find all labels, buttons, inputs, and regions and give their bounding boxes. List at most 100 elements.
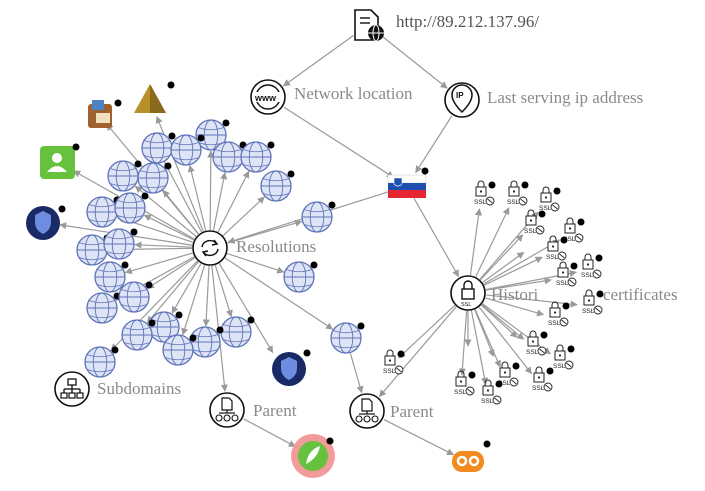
edge-globe-parent	[349, 353, 364, 394]
edge-historical	[485, 294, 578, 308]
status-dot	[267, 141, 275, 149]
status-dot	[216, 326, 224, 334]
globe-icon[interactable]	[121, 319, 153, 351]
ssl-badge-text: SSL	[581, 272, 594, 279]
edge-historical	[479, 234, 524, 281]
globe-icon[interactable]	[86, 292, 118, 324]
ssl-lock-icon[interactable]: SSL	[539, 186, 560, 212]
edge-resolution	[143, 214, 195, 241]
globe-icon[interactable]	[103, 228, 135, 260]
globe-icon[interactable]	[118, 281, 150, 313]
globe-icon[interactable]	[137, 162, 169, 194]
ssl-lock-icon[interactable]: SSL	[526, 330, 547, 356]
historical-certificates-label-start[interactable]: Histori	[491, 285, 539, 304]
edge-historical	[485, 277, 552, 291]
globe-icon[interactable]	[162, 334, 194, 366]
green-leaf-icon[interactable]	[291, 434, 335, 478]
edge-historical	[470, 310, 489, 385]
ssl-lock-icon[interactable]: SSL	[581, 253, 602, 279]
status-dot	[145, 281, 153, 289]
ssl-lock-icon[interactable]: SSL	[383, 349, 404, 375]
status-dot	[495, 380, 503, 388]
edge-historical	[469, 208, 483, 276]
edge-resolution	[222, 196, 265, 237]
parent-domain-icon[interactable]	[349, 393, 385, 429]
sitemap-icon[interactable]	[54, 371, 90, 407]
edge-resolution	[214, 265, 233, 318]
status-dot	[553, 187, 561, 195]
globe-icon[interactable]	[170, 134, 202, 166]
resolutions-label[interactable]: Resolutions	[236, 237, 317, 256]
historical-certificates-label-end[interactable]: certificates	[603, 285, 678, 304]
ssl-lock-icon[interactable]: SSL	[454, 370, 475, 396]
edge-url-ip	[381, 35, 448, 89]
www-globe-icon[interactable]: www	[250, 79, 286, 115]
parent-label-left[interactable]: Parent	[253, 401, 297, 420]
main-nodes-layer: www IP SSL	[54, 9, 486, 429]
globe-icon[interactable]	[141, 132, 173, 164]
slovenia-flag-icon[interactable]	[387, 174, 427, 198]
status-dot	[521, 181, 529, 189]
globe-icon[interactable]	[76, 234, 108, 266]
edge-ip-flag	[415, 115, 453, 174]
last-serving-ip-label[interactable]: Last serving ip address	[487, 88, 644, 107]
subdomains-label[interactable]: Subdomains	[97, 379, 182, 398]
ssl-badge-text: SSL	[507, 199, 520, 206]
orange-tc-icon[interactable]	[452, 451, 484, 472]
status-dot	[577, 218, 585, 226]
parent-domain-icon[interactable]	[209, 392, 245, 428]
dark-shield-icon[interactable]	[26, 206, 60, 240]
status-dot	[114, 99, 122, 107]
globe-icon[interactable]	[94, 261, 126, 293]
ssl-lock-icon[interactable]: SSL	[474, 180, 495, 206]
edge-resolution	[217, 170, 250, 233]
svg-text:SSL: SSL	[461, 302, 471, 308]
globe-icon[interactable]	[86, 196, 118, 228]
resolutions-cycle-icon[interactable]	[192, 230, 228, 266]
ssl-badge-text: SSL	[553, 363, 566, 370]
edge-historical	[485, 297, 545, 317]
globe-icon[interactable]	[84, 346, 116, 378]
ssl-lock-icon[interactable]: SSL	[582, 289, 603, 315]
parent-label-right[interactable]: Parent	[390, 402, 434, 421]
globe-icon[interactable]	[240, 141, 272, 173]
pyramid-icon[interactable]	[134, 84, 166, 113]
ssl-lock-icon[interactable]: SSL	[532, 366, 553, 392]
ssl-lock-icon[interactable]: SSL	[546, 235, 567, 261]
edge-historical	[398, 304, 456, 359]
edge-resolution	[134, 241, 193, 249]
globe-icon[interactable]	[107, 160, 139, 192]
status-dot	[488, 181, 496, 189]
url-label[interactable]: http://89.212.137.96/	[396, 12, 540, 31]
ssl-lock-icon[interactable]: SSL	[563, 217, 584, 243]
globe-icon[interactable]	[114, 192, 146, 224]
globe-icon[interactable]	[260, 170, 292, 202]
edge-parent-tf	[383, 419, 455, 456]
network-location-label[interactable]: Network location	[294, 84, 413, 103]
globe-icon[interactable]	[220, 316, 252, 348]
status-dot	[310, 261, 318, 269]
ssl-lock-icon[interactable]: SSL	[481, 379, 502, 405]
ip-location-icon[interactable]: IP	[444, 82, 480, 118]
green-users-icon[interactable]	[40, 146, 75, 179]
ssl-lock-icon[interactable]: SSL	[507, 180, 528, 206]
app-package-icon[interactable]	[88, 100, 112, 128]
globe-icon[interactable]	[283, 261, 315, 293]
status-dot	[468, 371, 476, 379]
globe-icon[interactable]	[301, 201, 333, 233]
status-dot	[596, 290, 604, 298]
status-dot	[189, 334, 197, 342]
status-dot	[58, 205, 66, 213]
status-dot	[164, 162, 172, 170]
ssl-lock-icon[interactable]: SSL	[450, 275, 486, 311]
globe-icon[interactable]	[330, 322, 362, 354]
ssl-lock-icon[interactable]: SSL	[498, 361, 519, 387]
ssl-lock-icon[interactable]: SSL	[553, 344, 574, 370]
url-document-icon[interactable]	[354, 9, 384, 42]
globe-icon[interactable]	[212, 141, 244, 173]
ssl-lock-icon[interactable]: SSL	[524, 209, 545, 235]
ssl-lock-icon[interactable]: SSL	[556, 261, 577, 287]
globe-icon[interactable]	[189, 326, 221, 358]
ssl-lock-icon[interactable]: SSL	[548, 301, 569, 327]
dark-shield-icon[interactable]	[272, 352, 306, 386]
